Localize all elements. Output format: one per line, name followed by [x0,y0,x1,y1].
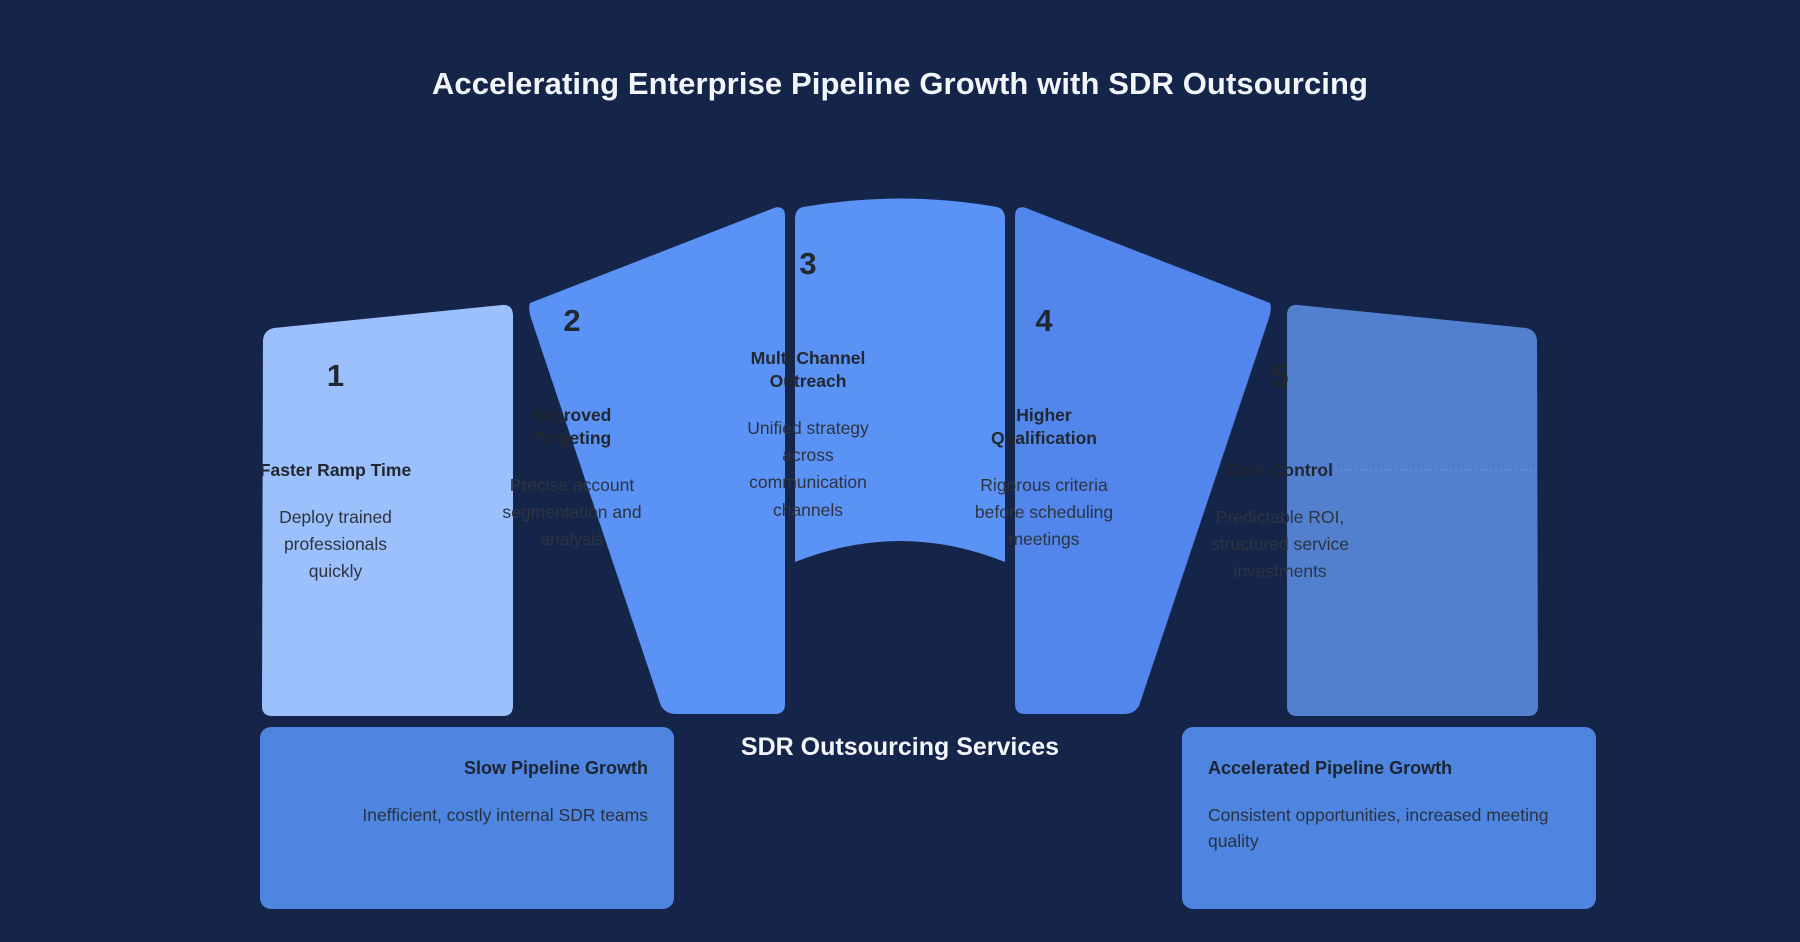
panel-shape-5[interactable] [1287,304,1538,716]
page-title: Accelerating Enterprise Pipeline Growth … [431,66,1369,101]
outcome-box-before-description: Inefficient, costly internal SDR teams [362,805,648,826]
panel-shape-1[interactable] [262,304,513,716]
panel-shape-2[interactable] [529,207,785,715]
outcome-box-after[interactable]: Accelerated Pipeline Growth Consistent o… [1182,727,1596,909]
outcome-box-before[interactable]: Slow Pipeline Growth Inefficient, costly… [260,727,674,909]
outcome-box-after-description: Consistent opportunities, increased meet… [1208,805,1549,852]
outcome-box-after-heading: Accelerated Pipeline Growth [1208,758,1453,778]
center-caption: SDR Outsourcing Services [740,733,1060,761]
outcome-box-before-heading: Slow Pipeline Growth [463,758,648,778]
panel-shape-4[interactable] [1015,207,1271,715]
panel-shape-3[interactable] [795,198,1005,563]
